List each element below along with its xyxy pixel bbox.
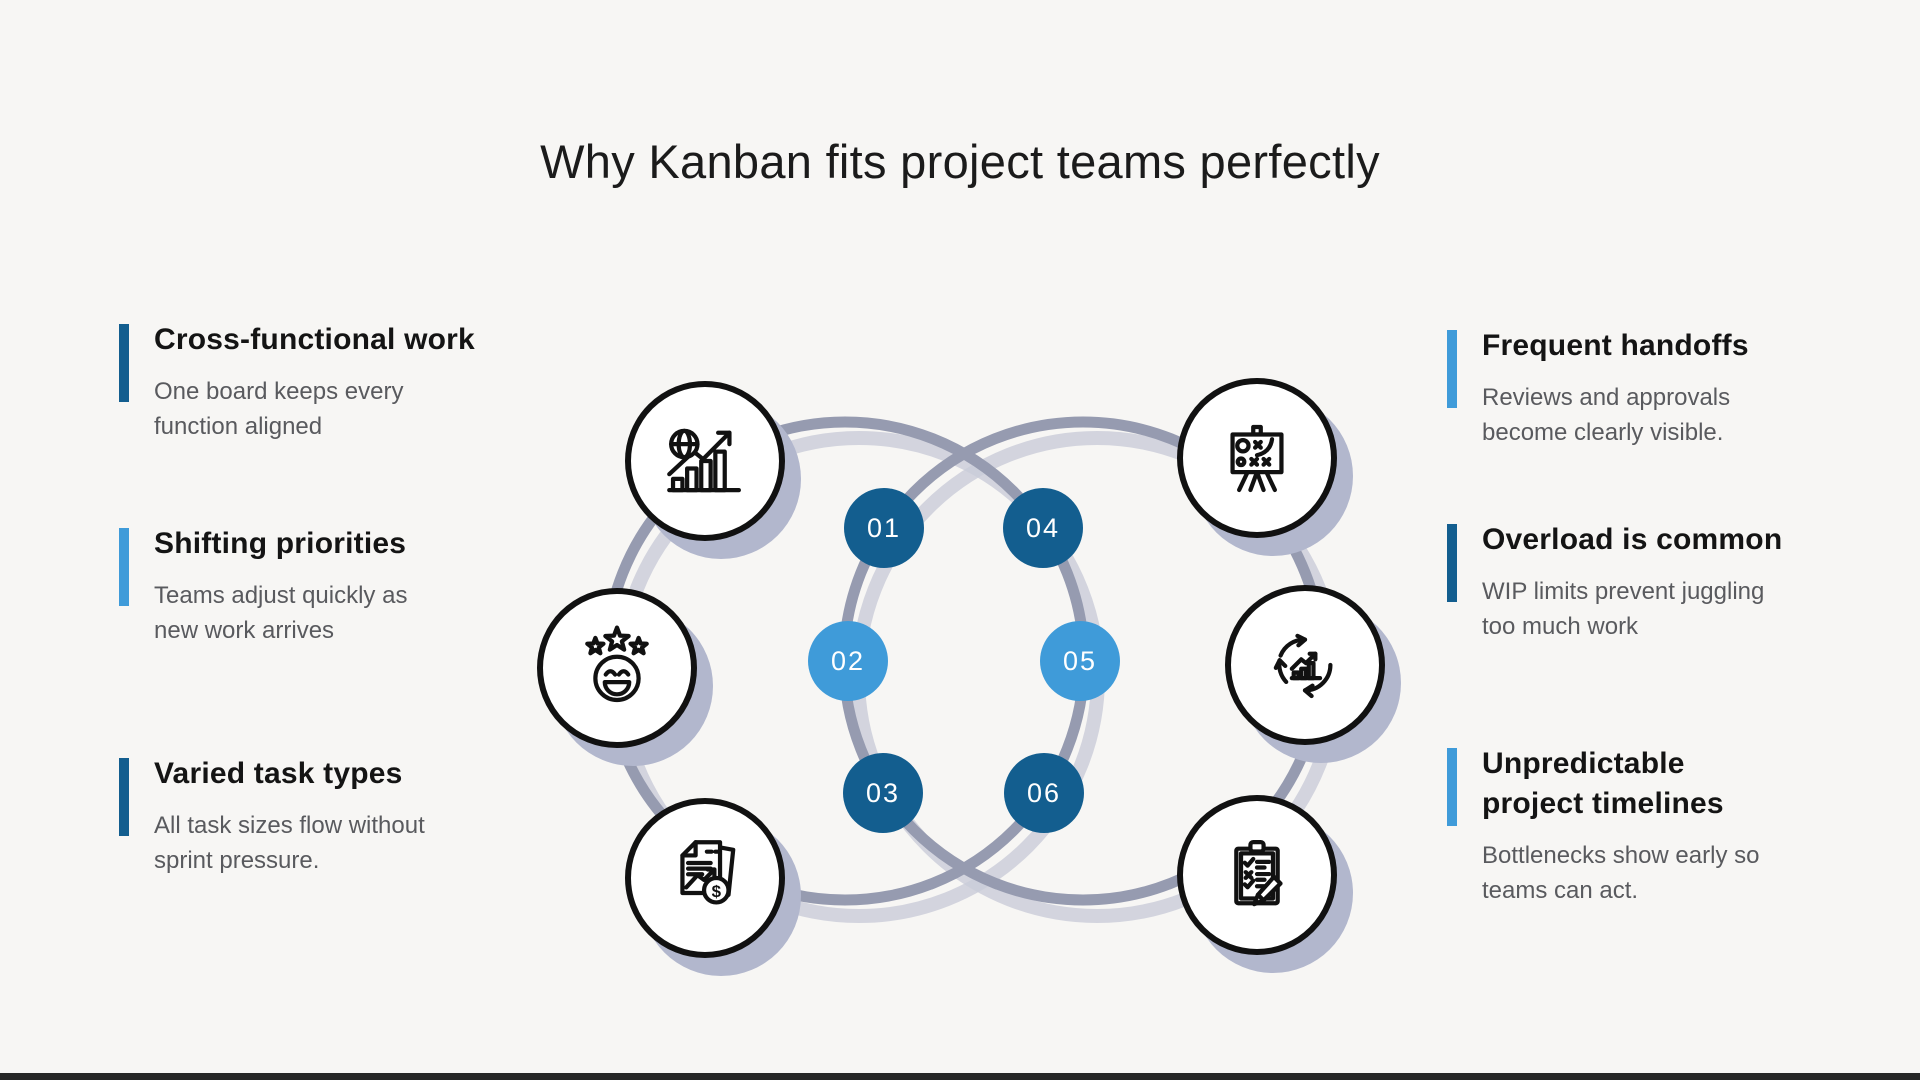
info-item-overload-is-common: Overload is common WIP limits prevent ju… <box>1447 520 1817 644</box>
info-body: One board keeps every function aligned <box>154 378 404 440</box>
node-label: 06 <box>1026 777 1062 808</box>
financial-report-dollar-icon: $ <box>680 840 736 905</box>
info-item-shifting-priorities: Shifting priorities Teams adjust quickly… <box>119 524 489 648</box>
icon-circle-strategy <box>1177 378 1337 538</box>
satisfaction-stars-smiley-icon <box>585 625 649 703</box>
node-02: 02 <box>808 621 888 701</box>
accent-bar <box>119 758 129 836</box>
info-heading: Varied task types <box>154 757 403 790</box>
strategy-board-icon <box>1230 424 1284 493</box>
node-label: 04 <box>1025 512 1061 543</box>
accent-bar <box>1447 330 1457 408</box>
info-body: Reviews and approvals become clearly vis… <box>1482 384 1731 446</box>
info-item-cross-functional-work: Cross-functional work One board keeps ev… <box>119 320 489 444</box>
info-item-unpredictable-timelines: Unpredictable project timelines Bottlene… <box>1447 744 1817 908</box>
node-label: 05 <box>1062 645 1098 676</box>
info-heading: Frequent handoffs <box>1482 329 1749 362</box>
node-05: 05 <box>1040 621 1120 701</box>
node-label: 02 <box>830 645 866 676</box>
info-heading: Shifting priorities <box>154 527 407 560</box>
checklist-pencil-icon <box>1234 839 1283 907</box>
accent-bar <box>119 528 129 606</box>
continuous-improvement-cycle-icon <box>1273 633 1333 699</box>
icon-circle-growth <box>625 381 785 541</box>
accent-bar <box>1447 524 1457 602</box>
icon-circle-financial-report: $ <box>625 798 785 958</box>
node-label: 01 <box>866 512 902 543</box>
page-title: Why Kanban fits project teams perfectly <box>540 135 1380 188</box>
icon-circle-checklist <box>1177 795 1337 955</box>
icon-circle-satisfaction <box>537 588 697 748</box>
info-item-frequent-handoffs: Frequent handoffs Reviews and approvals … <box>1447 326 1817 450</box>
info-item-varied-task-types: Varied task types All task sizes flow wi… <box>119 754 489 878</box>
growth-chart-globe-icon <box>667 428 741 493</box>
node-04: 04 <box>1003 488 1083 568</box>
node-06: 06 <box>1004 753 1084 833</box>
info-body: All task sizes flow without sprint press… <box>154 812 425 874</box>
accent-bar <box>119 324 129 402</box>
node-label: 03 <box>865 777 901 808</box>
info-body: Teams adjust quickly as new work arrives <box>154 582 408 644</box>
bottom-edge <box>0 1073 1920 1080</box>
info-body: Bottlenecks show early so teams can act. <box>1482 842 1760 904</box>
accent-bar <box>1447 748 1457 826</box>
svg-text:$: $ <box>712 882 722 901</box>
info-body: WIP limits prevent juggling too much wor… <box>1482 578 1765 640</box>
icon-circle-cycle <box>1225 585 1385 745</box>
info-heading: Cross-functional work <box>154 323 475 356</box>
info-heading: Unpredictable project timelines <box>1482 747 1724 820</box>
info-heading: Overload is common <box>1482 523 1783 556</box>
node-01: 01 <box>844 488 924 568</box>
node-03: 03 <box>843 753 923 833</box>
